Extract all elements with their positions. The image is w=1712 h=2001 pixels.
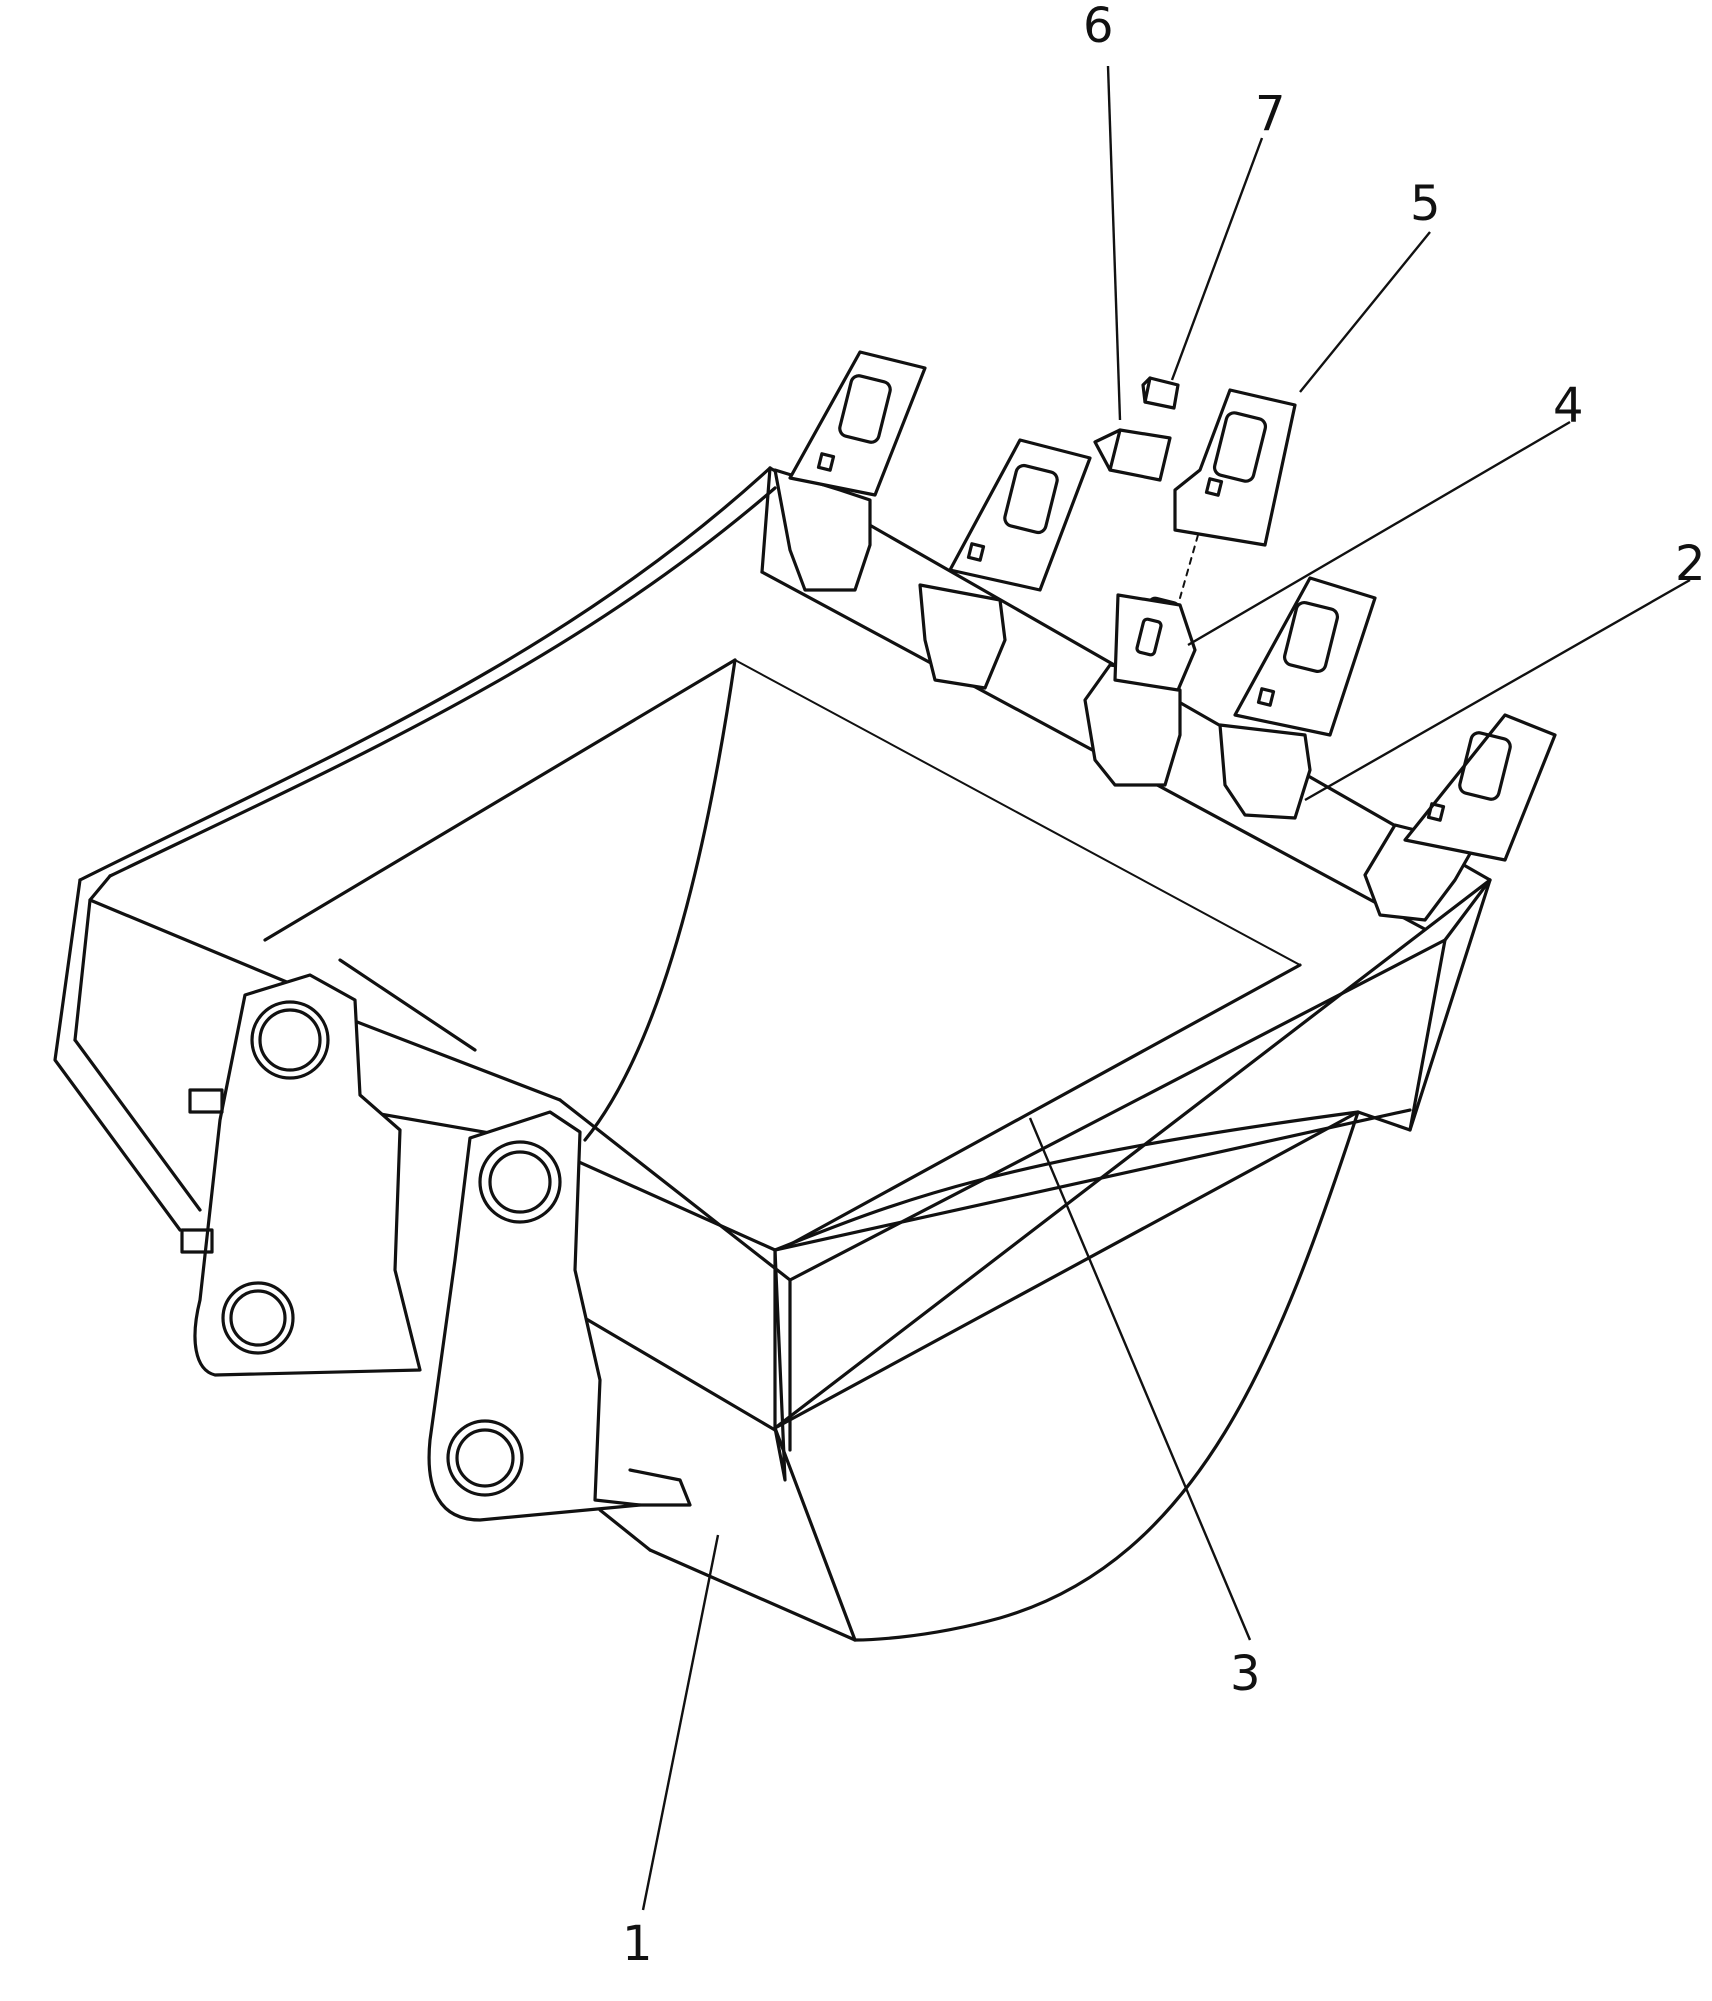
hinge-bracket-left [180,973,422,1377]
callout-3: 3 [1230,1646,1261,1702]
tooth-5 [1363,713,1557,922]
callout-5: 5 [1410,176,1441,232]
tooth-4 [1218,576,1377,820]
leader-lines [641,65,1691,1911]
lock-pin-part [1093,428,1172,482]
tooth-3-adapter [1083,593,1197,787]
callout-7: 7 [1255,86,1286,142]
tooth-point-exploded [1173,388,1297,547]
rubber-lock-part [1141,376,1180,410]
callout-2: 2 [1675,536,1706,592]
callout-1: 1 [622,1916,653,1972]
callout-6: 6 [1083,0,1114,54]
callout-labels: 1 2 3 4 5 6 7 [622,0,1706,1972]
tooth-2 [918,438,1092,690]
bucket-body [53,466,1492,1642]
hinge-bracket-right [427,1110,692,1522]
tooth-1 [773,350,927,592]
teeth-row [773,350,1557,922]
callout-4: 4 [1553,378,1584,434]
